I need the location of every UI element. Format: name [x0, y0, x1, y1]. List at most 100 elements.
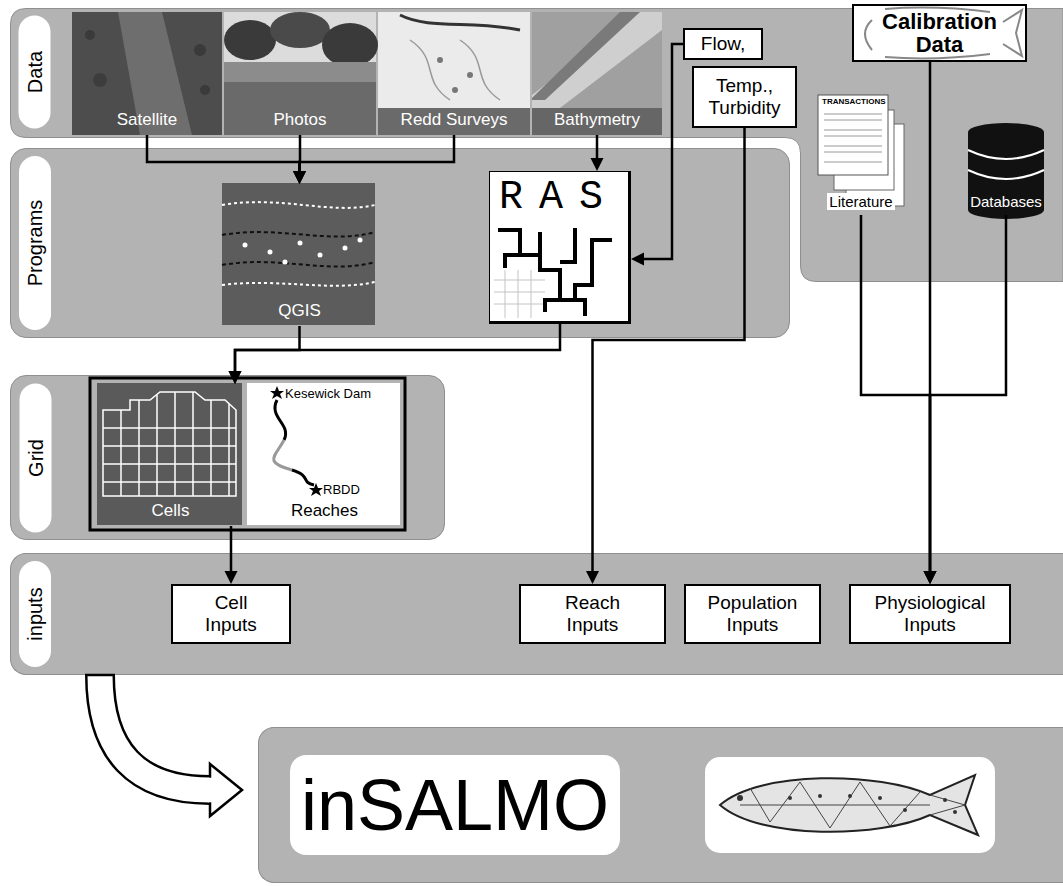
bathymetry-image-part: [532, 108, 662, 135]
grid-frame: [90, 378, 405, 530]
reaches-map-part: [247, 383, 400, 525]
redd-survey-map-part: [400, 15, 520, 30]
band-label: Data: [18, 15, 50, 128]
literature-pages-part: [818, 95, 888, 175]
bathymetry-image-part: [532, 12, 662, 108]
literature-pages-part: [824, 114, 882, 162]
connector-line: [644, 44, 683, 259]
insalmo-fish-part-part: [903, 808, 907, 812]
database-icon-part: [968, 150, 1044, 159]
connector: [924, 62, 937, 584]
qgis-image-part: [298, 241, 303, 246]
reaches-map-part: [274, 440, 292, 470]
connector: [229, 324, 561, 384]
database-icon: [968, 123, 1044, 219]
node-text: RAS: [499, 178, 621, 218]
node-text: Flow,: [701, 33, 745, 55]
arrow-head: [591, 158, 604, 171]
arrow-head: [293, 171, 306, 184]
arrow-head: [924, 571, 937, 584]
node-text: Calibration Data: [882, 10, 997, 56]
literature-pages-part-part: [824, 130, 882, 131]
connector: [85, 675, 242, 816]
ras-river-network-part-part: [505, 270, 506, 318]
node-text: Reach Inputs: [565, 592, 620, 636]
connector: [591, 135, 604, 171]
connector: [225, 526, 238, 584]
node-text: Physiological Inputs: [875, 592, 986, 636]
connector-line: [930, 215, 1006, 571]
node-text: Photos: [274, 110, 327, 130]
ras-river-network-part: [490, 172, 628, 321]
bathymetry-image-part: [532, 12, 640, 100]
insalmo-fish-part-part: [953, 810, 957, 814]
connector: [586, 128, 745, 584]
insalmo-fish-part-part: [818, 794, 822, 798]
qgis-image-part: [222, 183, 375, 325]
ras-river-network-part-part: [505, 255, 520, 268]
calibration-box: Calibration Data: [852, 4, 1027, 62]
reaches-map-part: [292, 470, 314, 485]
connector-line: [929, 62, 932, 571]
ras-river-network-part-part: [545, 300, 560, 312]
insalmo-fish-part: [740, 782, 965, 828]
connector: [293, 135, 454, 184]
literature-pages-part-part: [824, 152, 882, 153]
calibration-fish-outline: [865, 8, 1022, 59]
qgis-image-part: [358, 238, 363, 243]
insalmo-fish-part-part: [878, 796, 882, 800]
insalmo-fish-part: [737, 794, 957, 814]
hollow-arrow-head: [210, 764, 242, 816]
band-label: inputs: [19, 561, 51, 667]
reaches-map-part: [309, 483, 323, 496]
cells-grid-image-part-part: [192, 392, 194, 496]
photo-image-part: [224, 62, 376, 82]
database-icon-part: [968, 123, 1044, 141]
redd-survey-map-part: [437, 57, 443, 63]
ras-river-network: [490, 172, 628, 321]
insalmo-fish-part-part: [848, 794, 852, 798]
insalmo-fish-part: [720, 775, 978, 835]
ras-river-network-part-part: [494, 292, 545, 293]
ras-river-network-part-part: [494, 280, 545, 281]
redd-survey-map: [378, 12, 530, 135]
qgis-image-part: [222, 202, 375, 208]
input-box: Physiological Inputs: [849, 584, 1011, 644]
connector-line: [596, 135, 599, 158]
redd-survey-map-part: [452, 87, 458, 93]
literature-pages: [818, 95, 904, 206]
insalmo-fish-part: [705, 757, 995, 853]
satellite-image-part: [194, 44, 206, 56]
connector: [631, 44, 683, 266]
satellite-image-part: [93, 73, 107, 87]
reaches-map-part: [275, 400, 286, 440]
hollow-arrow-outline: [100, 675, 210, 790]
calibration-fish-outline-part: [865, 20, 872, 50]
band-label: Grid: [19, 383, 51, 532]
literature-pages-part-part: [824, 136, 882, 137]
satellite-image-part: [200, 85, 210, 95]
input-box: Cell Inputs: [171, 584, 291, 644]
qgis-image: [222, 183, 375, 325]
arrow-head: [631, 253, 644, 266]
arrow-head: [293, 171, 306, 184]
qgis-image-part: [268, 250, 273, 255]
insalmo-fish-part-part: [740, 805, 930, 806]
connector: [229, 326, 300, 384]
site-label: RBDD: [323, 482, 360, 497]
cells-grid-image-part-part: [103, 427, 236, 429]
ras-river-network-part-part: [498, 230, 585, 316]
qgis-image-part: [222, 262, 375, 267]
insalmo-fish: [705, 757, 995, 853]
photo-image-part: [322, 23, 378, 67]
node-text: Databases: [970, 193, 1042, 210]
connector: [293, 135, 306, 184]
node-text: Reaches: [291, 501, 358, 521]
photo-image-part: [224, 82, 376, 135]
literature-pages-part-part: [824, 120, 882, 121]
node-text: Population Inputs: [708, 592, 798, 636]
bathymetry-image: [532, 12, 662, 135]
connector: [924, 215, 1007, 584]
reaches-map: [247, 383, 400, 525]
ras-river-network-part-part: [494, 304, 545, 305]
